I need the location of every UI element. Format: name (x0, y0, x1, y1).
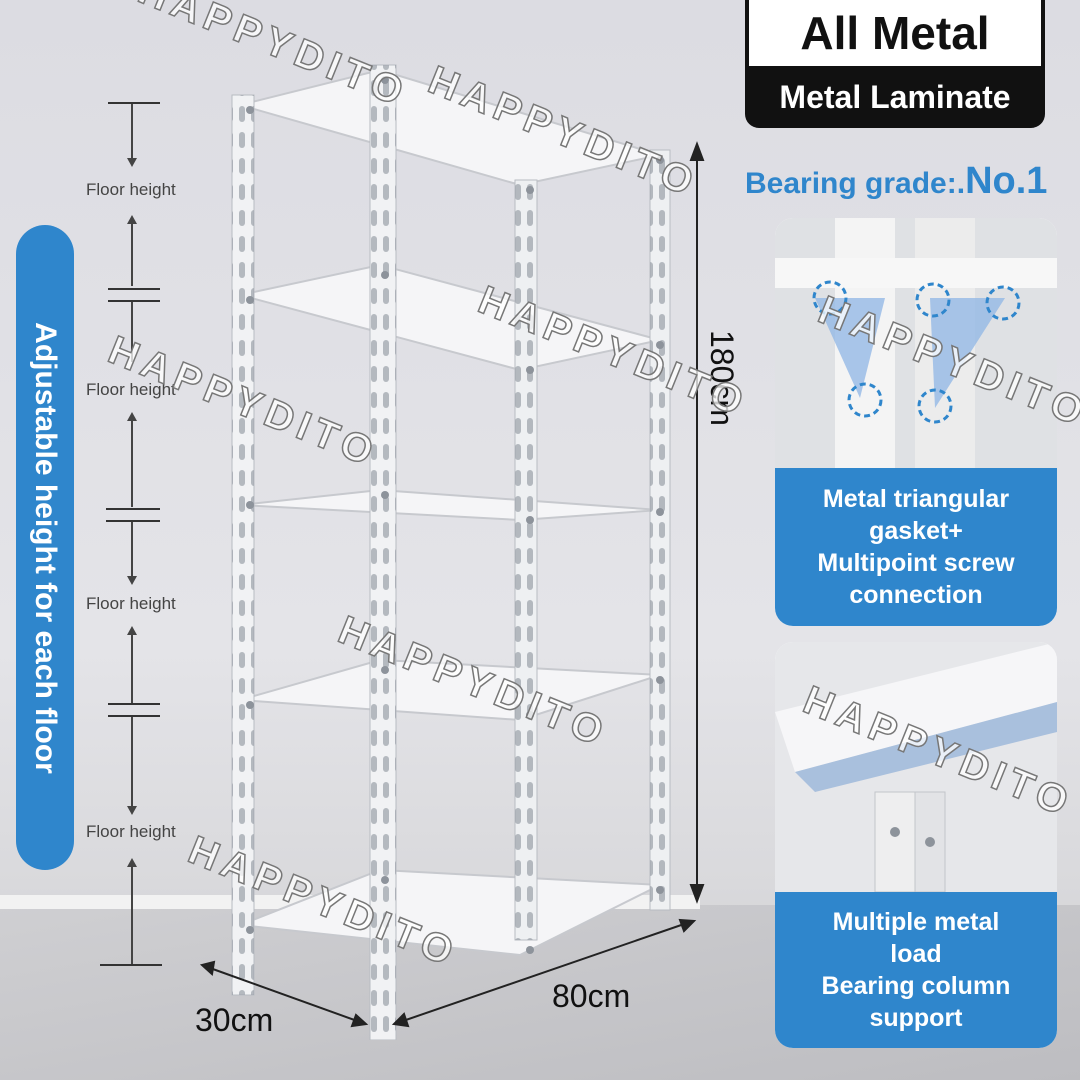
ruler-tick (106, 508, 160, 510)
depth-dimension-label: 30cm (195, 1002, 274, 1038)
ruler-line (131, 421, 133, 507)
ruler-line (131, 224, 133, 286)
feature-panel-column: Multiple metal load Bearing column suppo… (775, 642, 1057, 1048)
ruler-line (131, 717, 133, 807)
subtitle-box: Metal Laminate (745, 66, 1045, 128)
arrow-down-icon (127, 806, 137, 815)
bearing-value: No.1 (965, 160, 1048, 202)
column-caption: Multiple metal load Bearing column suppo… (775, 892, 1057, 1048)
ruler-tick (108, 288, 160, 290)
floor-height-label-3: Floor height (86, 594, 176, 613)
ruler-tick (108, 715, 160, 717)
caption-line: Metal triangular (822, 485, 1010, 513)
arrow-up-icon (127, 215, 137, 224)
ruler-tick (100, 964, 162, 966)
caption-line: load (890, 940, 942, 968)
width-dimension-label: 80cm (552, 978, 631, 1014)
caption-line: support (869, 1004, 963, 1032)
side-banner: Adjustable height for each floor (16, 225, 74, 870)
arrow-up-icon (127, 858, 137, 867)
arrow-up-icon (127, 412, 137, 421)
caption-line: Bearing column (821, 972, 1011, 1000)
floor-height-label-4: Floor height (86, 822, 176, 841)
ruler-line (131, 867, 133, 964)
caption-line: gasket+ (869, 517, 963, 545)
floor-height-label-2: Floor height (86, 380, 176, 399)
ruler-tick (108, 703, 160, 705)
gasket-caption: Metal triangular gasket+ Multipoint scre… (775, 468, 1057, 626)
subtitle-text: Metal Laminate (779, 79, 1011, 115)
title-text: All Metal (800, 7, 990, 59)
caption-line: connection (849, 581, 983, 609)
metal-shelf-illustration (231, 64, 671, 1040)
ruler-line (131, 302, 133, 362)
ruler-line (131, 522, 133, 577)
caption-line: Multipoint screw (817, 549, 1015, 577)
ruler-line (131, 635, 133, 703)
caption-line: Multiple metal (832, 908, 1000, 936)
bearing-label: Bearing grade:. (745, 167, 966, 200)
ruler-tick (106, 520, 160, 522)
ruler-tick (108, 300, 160, 302)
arrow-down-icon (127, 158, 137, 167)
ruler-tick (108, 102, 160, 104)
ruler-line (131, 104, 133, 159)
floor-height-label-1: Floor height (86, 180, 176, 199)
column-closeup-photo (775, 642, 1057, 892)
feature-panel-gasket: Metal triangular gasket+ Multipoint scre… (775, 218, 1057, 626)
arrow-down-icon (127, 576, 137, 585)
bearing-grade: Bearing grade:.No.1 (745, 160, 1075, 203)
gasket-closeup-photo (775, 218, 1057, 468)
arrow-up-icon (127, 626, 137, 635)
title-box: All Metal (745, 0, 1045, 70)
